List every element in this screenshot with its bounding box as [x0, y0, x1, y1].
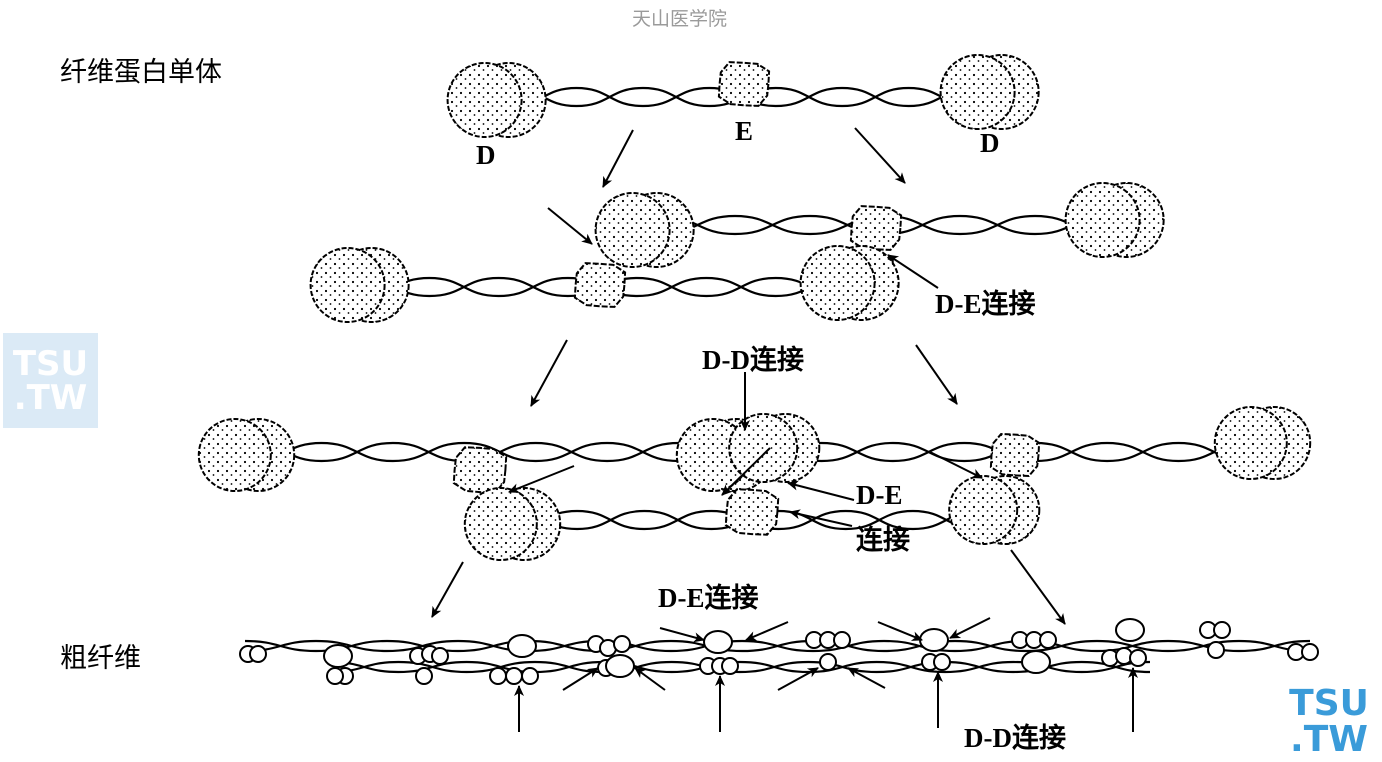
fiber-knob [323, 644, 353, 668]
fiber-bead [521, 667, 539, 685]
fiber-knob [605, 654, 635, 678]
fiber-bead [431, 647, 449, 665]
arrow [431, 561, 464, 618]
diagram-arrows [431, 127, 1138, 732]
fiber-bead [613, 635, 631, 653]
tsu-logo-left: TSU .TW [3, 333, 98, 428]
arrow [854, 127, 906, 184]
arrow [887, 254, 939, 289]
d-domain-lobe-texture [464, 488, 537, 560]
coarse-fiber-label: 粗纤维 [60, 643, 141, 674]
d-domain-lobe-texture [676, 419, 749, 491]
logo-line1: TSU [1289, 683, 1369, 724]
d-domain-lobe-texture [447, 63, 522, 137]
fiber-knob [1115, 618, 1145, 642]
arrow [634, 667, 666, 691]
d-domain-lobe-texture [949, 476, 1018, 544]
de-junction-label-2b: 连接 [856, 525, 910, 555]
de-junction-label-1: D-E连接 [935, 289, 1036, 319]
fiber-knob [703, 630, 733, 654]
arrow [745, 621, 789, 641]
logo-line1: TSU [12, 343, 89, 384]
arrow [508, 465, 575, 493]
arrow [777, 667, 819, 691]
logo-line2: .TW [13, 377, 88, 418]
fiber-bead [833, 631, 851, 649]
fibrin-strand [329, 660, 1151, 674]
tsu-logo-right: TSU .TW [1284, 684, 1374, 760]
watermark-text: 天山医学院 [632, 8, 728, 30]
arrow [847, 667, 886, 689]
logo-line2: .TW [1290, 719, 1368, 760]
fibrin-strand [244, 639, 1311, 653]
arrow [949, 617, 991, 639]
fiber-knob [507, 634, 537, 658]
arrow [721, 447, 771, 496]
fiber-bead [489, 667, 507, 685]
e-domain-texture [574, 263, 626, 307]
d-domain-lobe-texture [940, 55, 1015, 129]
d-domain-left-label: D [476, 140, 496, 170]
arrow [562, 667, 599, 691]
e-domain-texture [453, 447, 507, 493]
fiber-bead [933, 653, 951, 671]
de-junction-label-3: D-E连接 [658, 583, 759, 613]
d-domain-lobe-texture [198, 419, 271, 491]
fiber-bead [1129, 649, 1147, 667]
arrow [530, 339, 568, 407]
fiber-bead [1039, 631, 1057, 649]
d-domain-lobe-texture [1214, 407, 1287, 479]
arrow [915, 344, 958, 405]
fiber-bead [1213, 621, 1231, 639]
d-domain-lobe-texture [729, 414, 798, 482]
arrow [659, 627, 705, 643]
diagram-shapes [197, 54, 1319, 685]
arrow [602, 129, 634, 188]
fiber-bead [1207, 641, 1225, 659]
fiber-bead [415, 667, 433, 685]
fiber-bead [505, 667, 523, 685]
d-domain-lobe-texture [1065, 183, 1140, 257]
arrow [929, 451, 983, 479]
dd-junction-label-1: D-D连接 [702, 345, 804, 375]
d-domain-lobe-texture [310, 248, 385, 322]
monomer-label: 纤维蛋白单体 [60, 57, 222, 88]
arrow [547, 207, 593, 245]
e-domain-texture [850, 206, 902, 250]
e-domain-texture [725, 489, 779, 535]
fiber-bead [819, 653, 837, 671]
arrow [877, 621, 923, 641]
d-domain-lobe-texture [595, 193, 670, 267]
arrow [789, 509, 853, 527]
e-domain-label: E [735, 116, 754, 146]
de-junction-label-2a: D-E [856, 480, 903, 510]
fiber-bead [249, 645, 267, 663]
e-domain-texture [990, 434, 1040, 476]
arrow [787, 480, 855, 501]
d-domain-right-label: D [980, 128, 1000, 158]
e-domain-texture [718, 62, 770, 106]
d-domain-lobe-texture [800, 246, 875, 320]
fiber-knob [1021, 650, 1051, 674]
dd-junction-label-2: D-D连接 [964, 723, 1066, 753]
fiber-knob [919, 628, 949, 652]
arrow [1010, 549, 1066, 625]
fiber-bead [1301, 643, 1319, 661]
fibrin-strand [329, 660, 1151, 674]
fiber-bead [326, 667, 344, 685]
fiber-bead [721, 657, 739, 675]
